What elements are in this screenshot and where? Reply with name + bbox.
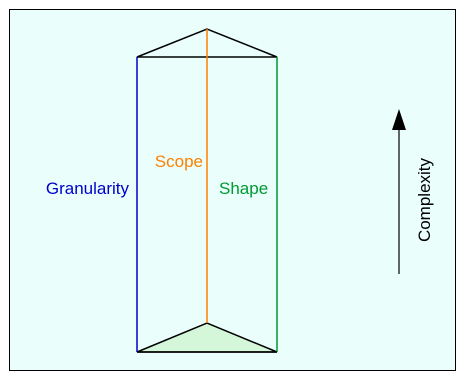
shape-label: Shape [219, 179, 268, 198]
diagram-frame [9, 9, 456, 371]
complexity-label: Complexity [415, 157, 434, 242]
granularity-label: Granularity [46, 179, 130, 198]
complexity-arrow-head-icon [392, 109, 406, 130]
scope-label: Scope [155, 152, 203, 171]
